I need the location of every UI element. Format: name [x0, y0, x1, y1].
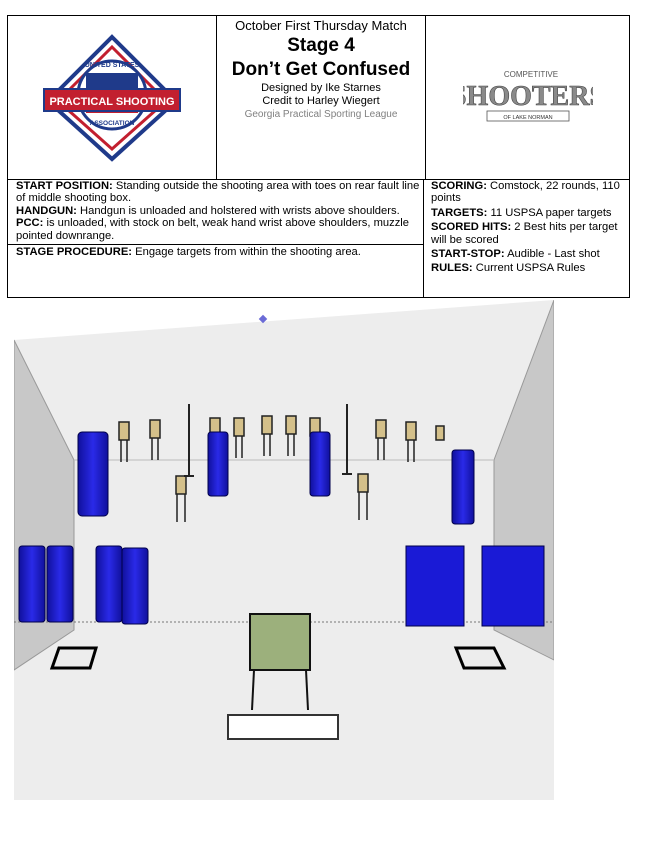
start-position-text: Standing outside the shooting area with …: [16, 180, 420, 205]
club-logo-icon: COMPETITIVE SHOOTERS OF LAKE NORMAN: [463, 70, 593, 121]
stage-procedure-text: Engage targets from within the shooting …: [135, 246, 361, 259]
stage-name: Don’t Get Confused: [231, 59, 411, 80]
logo-main-text: PRACTICAL SHOOTING: [49, 96, 174, 108]
briefing-right: SCORING: Comstock, 22 rounds, 110 points…: [424, 180, 629, 297]
start-position-label: START POSITION:: [16, 180, 113, 192]
handgun: HANDGUN: Handgun is unloaded and holster…: [8, 205, 423, 217]
front-panel: [249, 613, 311, 711]
scored-hits-text: 2 Best hits per target will be scored: [431, 221, 618, 246]
targets-text: 11 USPSA paper targets: [490, 206, 612, 219]
match-name: October First Thursday Match: [235, 18, 407, 33]
stage-briefing: START POSITION: Standing outside the sho…: [7, 180, 630, 298]
scored-hits: SCORED HITS: 2 Best hits per target will…: [431, 221, 629, 246]
pcc-text: is unloaded, with stock on belt, weak ha…: [16, 217, 410, 242]
barrel-stack-boxes: [405, 545, 545, 627]
scoring-label: SCORING:: [431, 180, 487, 192]
targets: TARGETS: 11 USPSA paper targets: [431, 207, 629, 219]
stage-header: PRACTICAL SHOOTING UNITED STATES ASSOCIA…: [7, 15, 630, 180]
logo-top-text: UNITED STATES: [85, 62, 140, 69]
stage-procedure: STAGE PROCEDURE: Engage targets from wit…: [8, 244, 423, 258]
targets-label: TARGETS:: [431, 206, 488, 219]
rules-label: RULES:: [431, 262, 473, 275]
shooting-box: [49, 646, 507, 670]
stage-diagram: [14, 300, 554, 800]
club-main-text: SHOOTERS: [463, 81, 593, 112]
rules-text: Current USPSA Rules: [475, 262, 586, 275]
scoring: SCORING: Comstock, 22 rounds, 110 points: [431, 180, 629, 205]
club-bottom-text: OF LAKE NORMAN: [503, 115, 552, 121]
title-cell: October First Thursday Match Stage 4 Don…: [217, 16, 426, 179]
briefing-left: START POSITION: Standing outside the sho…: [8, 180, 424, 297]
scoring-text: Comstock, 22 rounds, 110 points: [431, 180, 620, 205]
stage-floor: [14, 300, 554, 800]
stage-procedure-label: STAGE PROCEDURE:: [16, 246, 133, 259]
center-shooting-box: [227, 714, 339, 740]
marker-diamond: [258, 314, 268, 324]
barrel-stack: [18, 431, 475, 625]
logo-bottom-text: ASSOCIATION: [90, 120, 135, 127]
designer: Designed by Ike Starnes: [261, 82, 381, 94]
start-stop: START-STOP: Audible - Last shot: [431, 248, 629, 260]
start-stop-label: START-STOP:: [431, 248, 505, 261]
club-logo-cell: COMPETITIVE SHOOTERS OF LAKE NORMAN: [426, 16, 629, 179]
start-stop-text: Audible - Last shot: [507, 248, 600, 261]
rules: RULES: Current USPSA Rules: [431, 262, 629, 274]
uspsa-logo-cell: PRACTICAL SHOOTING UNITED STATES ASSOCIA…: [8, 16, 217, 179]
league: Georgia Practical Sporting League: [244, 109, 398, 120]
uspsa-logo-icon: PRACTICAL SHOOTING UNITED STATES ASSOCIA…: [43, 33, 181, 162]
club-top-text: COMPETITIVE: [503, 70, 557, 79]
barrier: [184, 404, 352, 477]
credit: Credit to Harley Wiegert: [262, 95, 380, 107]
pcc-label: PCC:: [16, 217, 44, 230]
handgun-label: HANDGUN:: [16, 204, 77, 217]
pcc: PCC: is unloaded, with stock on belt, we…: [8, 217, 423, 242]
handgun-text: Handgun is unloaded and holstered with w…: [80, 204, 400, 217]
start-position: START POSITION: Standing outside the sho…: [8, 180, 423, 205]
scored-hits-label: SCORED HITS:: [431, 221, 512, 234]
stage-number: Stage 4: [287, 35, 355, 56]
